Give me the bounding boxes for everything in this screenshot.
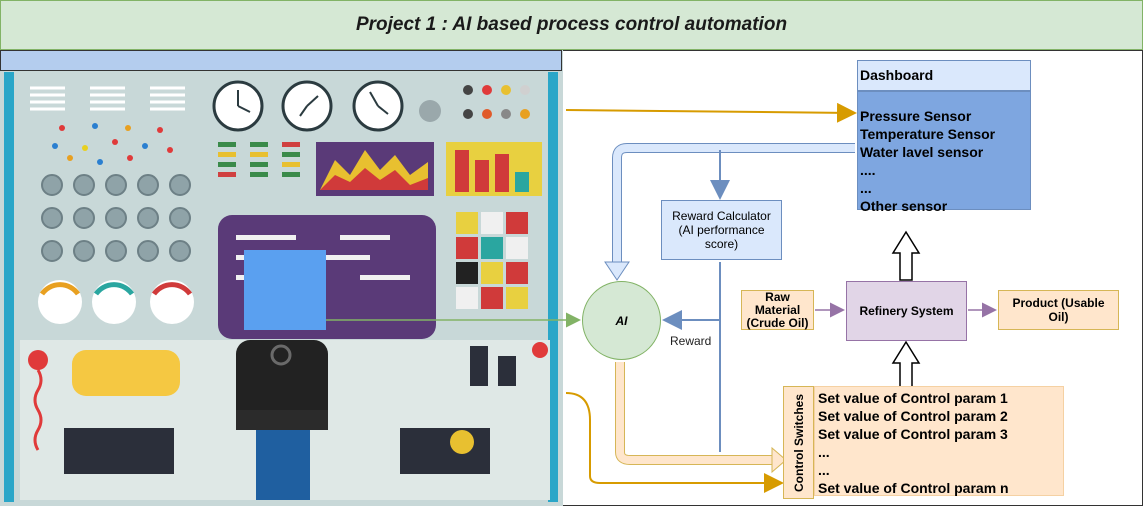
control-param-item: ... (818, 444, 830, 460)
reward-calculator-label: Reward Calculator (AI performance score) (672, 209, 771, 251)
illustration-to-dashboard-arrow (565, 102, 857, 123)
sensor-item: Other sensor (860, 198, 948, 214)
dashboard-to-ai-arrowhead (604, 261, 630, 281)
ai-to-switches-arrowhead (771, 446, 787, 474)
reward-calculator-node: Reward Calculator (AI performance score) (661, 200, 782, 260)
dashboard-sensor-list: Pressure Sensor Temperature Sensor Water… (857, 91, 1031, 214)
control-param-item: Set value of Control param 2 (818, 408, 1008, 424)
control-switches-node: Control Switches (783, 386, 814, 499)
sensor-item: .... (860, 162, 876, 178)
refinery-label: Refinery System (859, 304, 954, 318)
refinery-to-dashboard-arrow (891, 230, 921, 281)
sensor-item: Temperature Sensor (860, 126, 996, 142)
control-params-list: Set value of Control param 1 Set value o… (814, 386, 1064, 496)
dashboard-title: Dashboard (860, 67, 934, 83)
ai-label: AI (615, 313, 628, 328)
dashboard-to-ai-arrow-fill (613, 144, 855, 262)
product-node: Product (Usable Oil) (998, 290, 1119, 330)
sensor-item: ... (860, 180, 872, 196)
raw-material-label: Raw Material (Crude Oil) (746, 289, 809, 330)
control-param-item: ... (818, 462, 830, 478)
controls-to-refinery-arrow (891, 340, 921, 391)
sensor-item: Water lavel sensor (860, 144, 984, 160)
ai-node: AI (582, 281, 661, 360)
refinery-system-node: Refinery System (846, 281, 967, 341)
control-param-item: Set value of Control param n (818, 480, 1009, 496)
control-room-illustration (0, 50, 563, 506)
page-title: Project 1 : AI based process control aut… (0, 0, 1143, 50)
illustration-to-switches-arrow (565, 392, 784, 493)
dashboard-header: Dashboard (857, 60, 1031, 91)
control-param-item: Set value of Control param 1 (818, 390, 1008, 406)
control-room-operator-illustration (0, 50, 563, 506)
control-switches-label: Control Switches (791, 393, 806, 492)
raw-material-node: Raw Material (Crude Oil) (741, 290, 814, 330)
sensor-item: Pressure Sensor (860, 108, 972, 124)
ai-to-switches-arrow-fill (616, 362, 772, 464)
control-param-item: Set value of Control param 3 (818, 426, 1008, 442)
reward-edge-label: Reward (670, 334, 712, 348)
ai-to-switches-arrow-outline (615, 362, 772, 465)
illustration-header-strip (0, 50, 562, 71)
title-text: Project 1 : AI based process control aut… (355, 14, 788, 35)
product-label: Product (Usable Oil) (1012, 296, 1105, 324)
